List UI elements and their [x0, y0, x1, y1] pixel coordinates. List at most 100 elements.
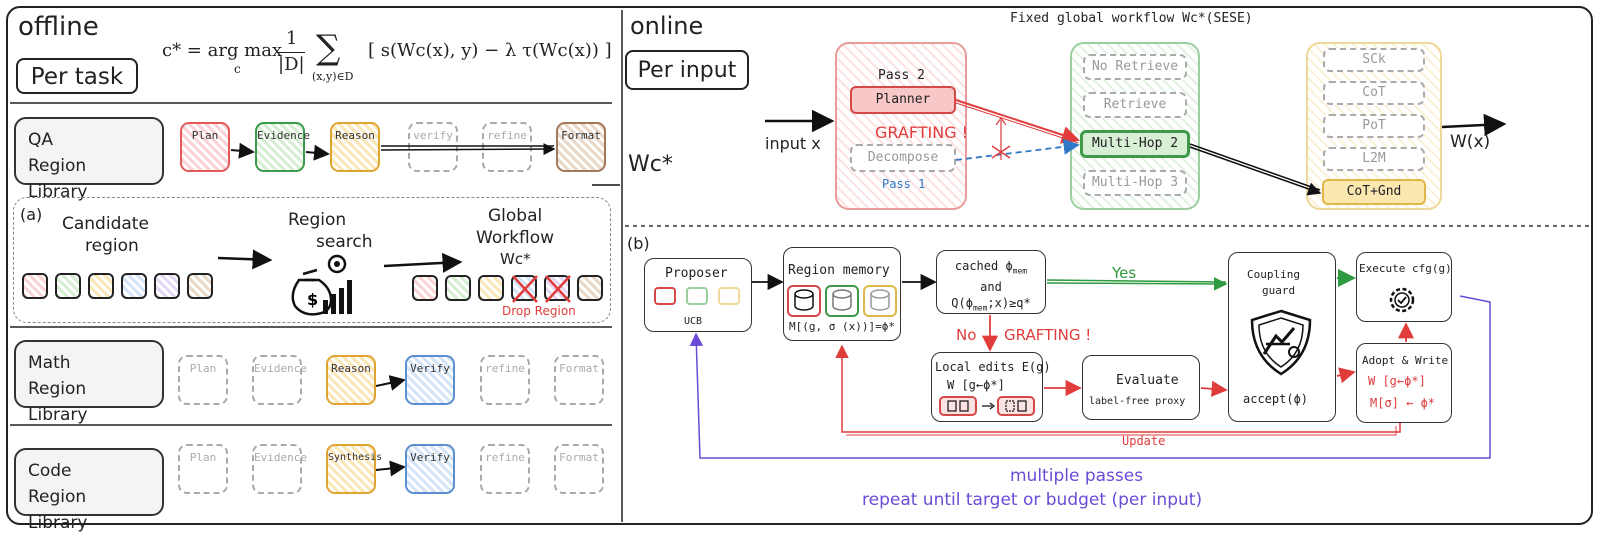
- adopt-label: Adopt & Write: [1362, 354, 1449, 367]
- no-retrieve-node[interactable]: No Retrieve: [1083, 54, 1187, 80]
- sck-node[interactable]: SCk: [1323, 48, 1425, 72]
- cached-check-box[interactable]: [936, 250, 1046, 314]
- formula-body: [ s(Wc(x), y) − λ τ(Wc(x)) ]: [368, 40, 612, 61]
- candidate-square-orange: [88, 273, 114, 299]
- cached-check-text: cached ϕmem and Q(ϕmem;x)≥q*: [940, 258, 1042, 317]
- accept-label: accept(ϕ): [1243, 392, 1309, 406]
- math-region-refine[interactable]: refine: [480, 355, 530, 405]
- coupling-label: Coupling: [1247, 268, 1300, 281]
- edit-swap-icon: [939, 396, 1035, 416]
- adopt-write-box[interactable]: [1356, 343, 1452, 423]
- code-region-plan[interactable]: Plan: [178, 444, 228, 494]
- workflow-square-red: [412, 275, 438, 301]
- formula-argsub: c: [234, 62, 241, 76]
- region-memory-box[interactable]: [783, 247, 901, 341]
- online-title: online: [630, 12, 704, 40]
- qa-region-format[interactable]: Format: [556, 122, 606, 172]
- formula-den: |D|: [278, 54, 305, 75]
- proposer-box[interactable]: [644, 258, 752, 332]
- candidate-square-purple: [154, 273, 180, 299]
- math-region-format[interactable]: Format: [554, 355, 604, 405]
- qa-region-library: QA Region Library: [14, 117, 164, 202]
- math-region-verify[interactable]: Verify: [405, 355, 455, 405]
- planner-node[interactable]: Planner: [850, 86, 956, 114]
- code-region-refine[interactable]: refine: [480, 444, 530, 494]
- qa-region-refine[interactable]: refine: [482, 122, 532, 172]
- gear-check-icon: [1389, 287, 1415, 313]
- online-arrows: [765, 99, 1507, 196]
- cached-line-3: Q(ϕ: [951, 296, 973, 311]
- cached-line-2: and: [980, 280, 1002, 295]
- input-x-label: input x: [765, 134, 821, 153]
- panel-a: [13, 197, 611, 323]
- shield-icon: [1250, 309, 1312, 376]
- qa-region-plan[interactable]: Plan: [180, 122, 230, 172]
- panel-b-arrows: [689, 269, 1491, 459]
- coupling-guard-box[interactable]: [1228, 252, 1336, 422]
- workflow-square-brown: [577, 275, 603, 301]
- math-region-reason[interactable]: Reason: [326, 355, 376, 405]
- qa-region-reason[interactable]: Reason: [330, 122, 380, 172]
- offline-title: offline: [18, 12, 99, 42]
- candidate-square-red: [22, 273, 48, 299]
- math-region-evidence[interactable]: Evidence: [252, 355, 307, 405]
- retrieve-node[interactable]: Retrieve: [1083, 92, 1187, 118]
- panel-b-tag: (b): [627, 234, 650, 253]
- output-wx-label: W(x): [1450, 132, 1491, 152]
- execute-label: Execute cfg(g): [1359, 262, 1452, 275]
- evaluate-label: Evaluate: [1116, 373, 1179, 388]
- multi-hop-3-node[interactable]: Multi-Hop 3: [1083, 170, 1187, 196]
- decompose-node[interactable]: Decompose: [850, 144, 956, 172]
- code-region-verify[interactable]: Verify: [405, 444, 455, 494]
- workflow-square-orange: [478, 275, 504, 301]
- footer-line-1: multiple passes: [1010, 466, 1144, 486]
- formula-lhs: c* = arg max: [162, 40, 283, 61]
- formula-sum-sub: (x,y)∈D: [312, 70, 354, 83]
- panel-a-tag: (a): [20, 205, 43, 224]
- multi-hop-2-node[interactable]: Multi-Hop 2: [1080, 130, 1190, 158]
- yes-label: Yes: [1112, 264, 1137, 282]
- fixed-workflow-title: Fixed global workflow Wc*(SESE): [1010, 11, 1253, 26]
- evaluate-box[interactable]: [1082, 355, 1200, 420]
- grafting-label: GRAFTING !: [875, 123, 969, 142]
- cached-sub: mem: [1012, 266, 1028, 276]
- offline-arrows: [217, 142, 620, 477]
- no-label: No: [956, 326, 977, 344]
- region-memory-label: Region memory: [788, 263, 890, 278]
- proposer-label: Proposer: [665, 266, 728, 281]
- wc-star-label: Wc*: [628, 152, 673, 177]
- cot-gnd-node[interactable]: CoT+Gnd: [1322, 179, 1426, 205]
- code-region-evidence[interactable]: Evidence: [252, 444, 307, 494]
- proposer-square-green: [686, 287, 708, 305]
- cot-node[interactable]: CoT: [1323, 81, 1425, 105]
- math-region-plan[interactable]: Plan: [178, 355, 228, 405]
- cached-line-3-tail: ;x)≥q*: [987, 296, 1031, 311]
- formula-num: 1: [286, 28, 298, 49]
- code-region-format[interactable]: Format: [554, 444, 604, 494]
- update-label: Update: [1122, 434, 1166, 448]
- per-task-box: Per task: [16, 58, 138, 94]
- footer-line-2: repeat until target or budget (per input…: [862, 490, 1203, 510]
- evaluate-proxy-label: label-free proxy: [1089, 396, 1186, 407]
- ucb-label: UCB: [684, 316, 703, 327]
- code-library-label-1: Code: [28, 461, 72, 481]
- l2m-node[interactable]: L2M: [1323, 147, 1425, 171]
- database-icons: [787, 285, 897, 317]
- math-region-library: Math Region Library: [14, 340, 164, 425]
- drop-region-label: Drop Region: [502, 304, 576, 318]
- region-search-label-2: search: [316, 232, 373, 252]
- code-region-library: Code Region Library: [14, 448, 164, 533]
- global-label-2: Workflow: [476, 228, 555, 248]
- candidate-label-1: Candidate: [62, 214, 149, 234]
- math-library-label-1: Math: [28, 353, 71, 373]
- drop-cross-icon: [512, 275, 571, 303]
- pot-node[interactable]: PoT: [1323, 114, 1425, 138]
- qa-region-verify[interactable]: verify: [408, 122, 458, 172]
- candidate-square-blue: [121, 273, 147, 299]
- qa-region-evidence[interactable]: Evidence: [255, 122, 310, 172]
- pass2-label: Pass 2: [878, 68, 925, 83]
- code-region-synthesis[interactable]: Synthesis: [326, 444, 382, 494]
- math-library-label-2: Region Library: [28, 379, 88, 425]
- local-edits-label: Local edits E(g): [935, 360, 1051, 374]
